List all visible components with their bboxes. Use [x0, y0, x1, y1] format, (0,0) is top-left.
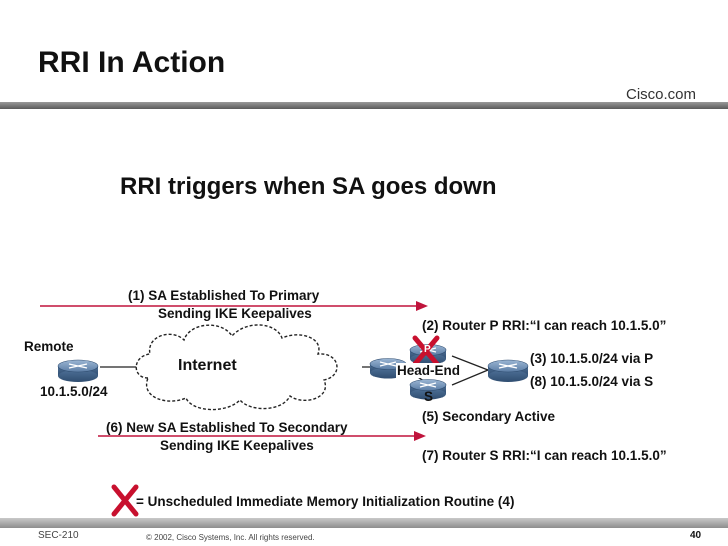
step7-label: (7) Router S RRI:“I can reach 10.1.5.0” [422, 448, 667, 463]
router-icon [409, 379, 447, 400]
x-mark-icon [412, 335, 440, 367]
router-icon [57, 359, 99, 382]
slide-subtitle: RRI triggers when SA goes down [120, 173, 497, 200]
arrow-primary-sa [40, 301, 428, 311]
step1-line2: Sending IKE Keepalives [158, 306, 312, 321]
headend-label: Head-End [396, 363, 462, 378]
step6-line2: Sending IKE Keepalives [160, 438, 314, 453]
secondary-router-label: S [424, 389, 434, 404]
step8-label: (8) 10.1.5.0/24 via S [530, 374, 654, 389]
link-primary-core [451, 355, 489, 371]
arrow-secondary-sa [98, 431, 426, 441]
step2-label: (2) Router P RRI:“I can reach 10.1.5.0” [422, 318, 667, 333]
remote-label: Remote [24, 339, 74, 354]
step5-label: (5) Secondary Active [422, 409, 556, 424]
internet-label: Internet [178, 357, 237, 374]
cloud-icon [135, 324, 338, 411]
legend-text: = Unscheduled Immediate Memory Initializ… [136, 494, 515, 509]
brand-logo-text: Cisco.com [626, 86, 697, 103]
step1-line1: (1) SA Established To Primary [128, 288, 320, 303]
x-mark-icon [111, 484, 139, 517]
footer-bar [0, 518, 728, 528]
link-secondary-core [451, 369, 489, 386]
remote-subnet-label: 10.1.5.0/24 [40, 384, 108, 399]
footer-copyright: © 2002, Cisco Systems, Inc. All rights r… [146, 533, 315, 542]
slide-title: RRI In Action [38, 46, 226, 79]
page-number: 40 [690, 530, 702, 541]
primary-router-label: P [424, 344, 431, 355]
step3-label: (3) 10.1.5.0/24 via P [530, 351, 654, 366]
step6-line1: (6) New SA Established To Secondary [106, 420, 348, 435]
router-icon [487, 359, 529, 382]
footer-session-id: SEC-210 [38, 530, 79, 541]
title-divider-bar [0, 102, 728, 109]
